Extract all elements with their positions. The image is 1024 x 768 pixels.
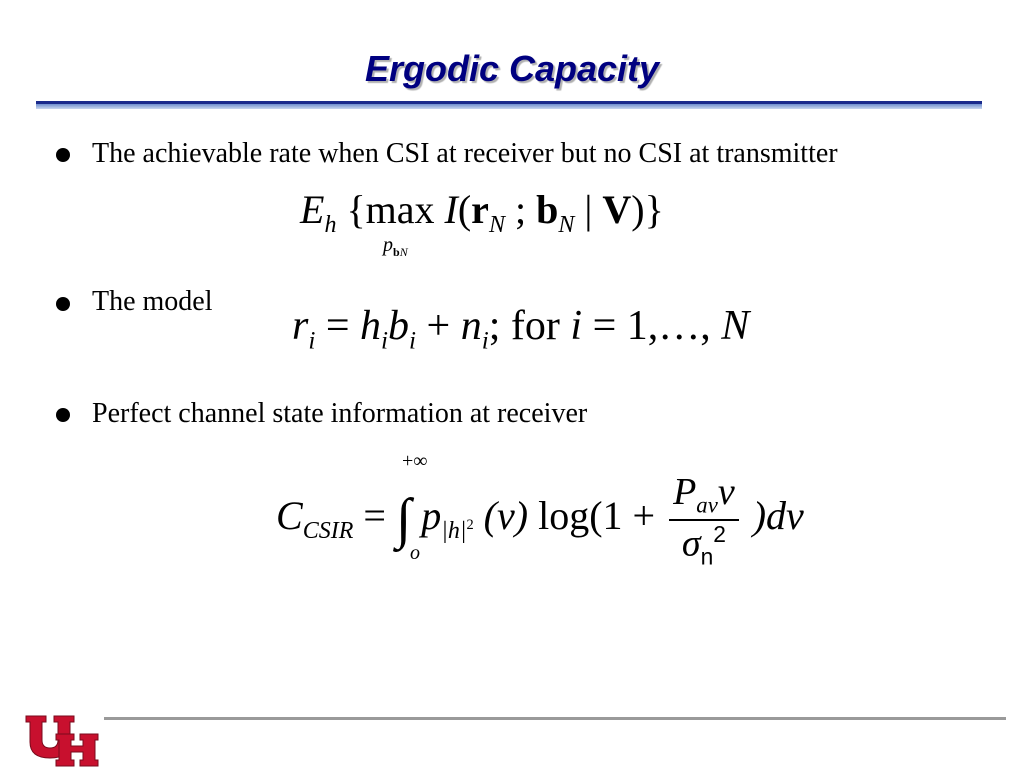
bullet-text-3: Perfect channel state information at rec…	[92, 398, 588, 429]
slide-title: Ergodic Capacity	[364, 48, 660, 89]
title-rule-shadow	[36, 104, 982, 109]
university-logo-icon	[25, 715, 99, 767]
equation-channel-model: ri = hibi + ni; for i = 1,…, N	[292, 303, 750, 355]
bullet-text-2: The model	[92, 286, 213, 317]
integral-lower-limit: o	[410, 542, 420, 564]
bullet-dot-3	[56, 408, 70, 422]
footer-rule	[104, 717, 1006, 720]
equation-max-subscript: pbN	[383, 234, 408, 259]
integral-upper-limit: +∞	[402, 450, 428, 472]
bullet-dot-1	[56, 148, 70, 162]
title-rule	[36, 101, 982, 104]
bullet-text-1: The achievable rate when CSI at receiver…	[92, 138, 838, 169]
bullet-dot-2	[56, 297, 70, 311]
equation-ergodic-capacity: CCSIR = ∫ p|h|2 (v) log(1 + Pavv σn2 )dv	[276, 471, 804, 569]
equation-expected-mutual-information: Eh {max I(rN ; bN | V)}	[300, 187, 664, 238]
